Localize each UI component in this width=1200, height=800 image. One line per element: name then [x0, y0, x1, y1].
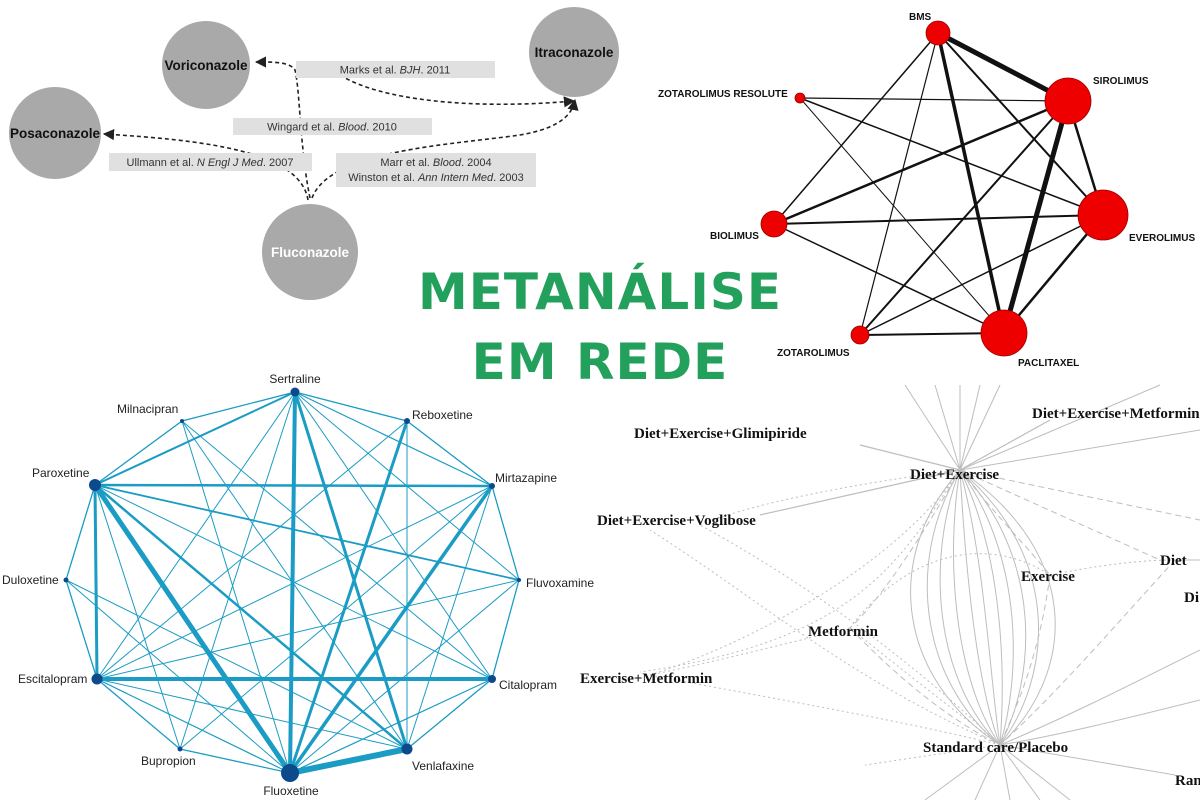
node-paclitaxel: PACLITAXEL — [980, 309, 1079, 369]
label-sertraline: Sertraline — [269, 372, 321, 386]
label-milnacipran: Milnacipran — [117, 402, 178, 416]
antifungal-network: Marks et al. BJH. 2011 Wingard et al. Bl… — [9, 7, 619, 300]
diabetes-network — [639, 384, 1200, 800]
label-fluoxetine: Fluoxetine — [263, 784, 319, 798]
svg-text:Winston et al. Ann Intern Med.: Winston et al. Ann Intern Med. 2003 — [348, 172, 524, 184]
diabetes-labels: Diet+Exercise+Metformin Diet+Exercise+Gl… — [580, 406, 1200, 789]
svg-text:Posaconazole: Posaconazole — [10, 126, 101, 141]
node-voriconazole: Voriconazole — [162, 21, 250, 109]
antidepressant-network: Sertraline Milnacipran Reboxetine Paroxe… — [2, 372, 594, 798]
arrow-fluconazole-posaconazole — [102, 129, 309, 201]
label-di-partial: Di — [1184, 590, 1199, 606]
label-duloxetine: Duloxetine — [2, 573, 59, 587]
label-diet-exercise: Diet+Exercise — [910, 467, 999, 483]
svg-text:EVEROLIMUS: EVEROLIMUS — [1129, 233, 1195, 244]
node-zotarolimus-resolute: ZOTAROLIMUS RESOLUTE — [658, 89, 806, 104]
label-metformin: Metformin — [808, 624, 879, 640]
svg-text:PACLITAXEL: PACLITAXEL — [1018, 358, 1079, 369]
label-ran-partial: Ran — [1175, 773, 1200, 789]
svg-text:Itraconazole: Itraconazole — [535, 45, 614, 60]
node-bms: BMS — [909, 12, 951, 46]
label-exercise: Exercise — [1021, 569, 1075, 585]
label-standard-care: Standard care/Placebo — [923, 740, 1068, 756]
svg-text:Wingard et al. Blood. 2010: Wingard et al. Blood. 2010 — [267, 122, 397, 134]
svg-text:ZOTAROLIMUS RESOLUTE: ZOTAROLIMUS RESOLUTE — [658, 89, 788, 100]
label-paroxetine: Paroxetine — [32, 466, 90, 480]
node-sirolimus: SIROLIMUS — [1044, 76, 1149, 125]
title-line-2: EM REDE — [471, 333, 729, 391]
citation-wingard: Wingard et al. Blood. 2010 — [233, 118, 432, 135]
label-escitalopram: Escitalopram — [18, 672, 87, 686]
svg-text:Ullmann et al. N Engl J Med. 2: Ullmann et al. N Engl J Med. 2007 — [127, 157, 294, 169]
svg-text:ZOTAROLIMUS: ZOTAROLIMUS — [777, 348, 850, 359]
label-venlafaxine: Venlafaxine — [412, 759, 474, 773]
svg-text:Marks et al. BJH. 2011: Marks et al. BJH. 2011 — [340, 65, 450, 77]
node-zotarolimus: ZOTAROLIMUS — [777, 325, 870, 359]
citation-marr-winston: Marr et al. Blood. 2004 Winston et al. A… — [336, 153, 536, 187]
label-bupropion: Bupropion — [141, 754, 196, 768]
label-mirtazapine: Mirtazapine — [495, 471, 557, 485]
node-itraconazole: Itraconazole — [529, 7, 619, 97]
citation-ullmann: Ullmann et al. N Engl J Med. 2007 — [109, 153, 312, 171]
label-reboxetine: Reboxetine — [412, 408, 473, 422]
node-biolimus: BIOLIMUS — [710, 210, 788, 242]
label-citalopram: Citalopram — [499, 678, 557, 692]
svg-text:SIROLIMUS: SIROLIMUS — [1093, 76, 1149, 87]
label-fluvoxamine: Fluvoxamine — [526, 576, 594, 590]
antidepressant-edges — [65, 390, 520, 776]
node-fluconazole: Fluconazole — [262, 204, 358, 300]
label-diet: Diet — [1160, 553, 1187, 569]
svg-text:Marr et al. Blood. 2004: Marr et al. Blood. 2004 — [380, 157, 491, 169]
stent-network: BMS SIROLIMUS ZOTAROLIMUS RESOLUTE BIOLI… — [658, 12, 1195, 369]
label-exercise-metformin: Exercise+Metformin — [580, 671, 713, 687]
label-de-glimepiride: Diet+Exercise+Glimipiride — [634, 426, 807, 442]
svg-text:Voriconazole: Voriconazole — [164, 58, 248, 73]
svg-text:BIOLIMUS: BIOLIMUS — [710, 231, 759, 242]
svg-text:BMS: BMS — [909, 12, 932, 23]
node-posaconazole: Posaconazole — [9, 87, 101, 179]
citation-marks: Marks et al. BJH. 2011 — [296, 61, 495, 78]
title-line-1: METANÁLISE — [417, 263, 782, 321]
label-de-voglibose: Diet+Exercise+Voglibose — [597, 513, 756, 529]
node-everolimus: EVEROLIMUS — [1077, 189, 1195, 244]
antidepressant-nodes — [63, 387, 521, 782]
svg-text:Fluconazole: Fluconazole — [271, 245, 349, 260]
label-def-metformin: Diet+Exercise+Metformin — [1032, 406, 1200, 422]
